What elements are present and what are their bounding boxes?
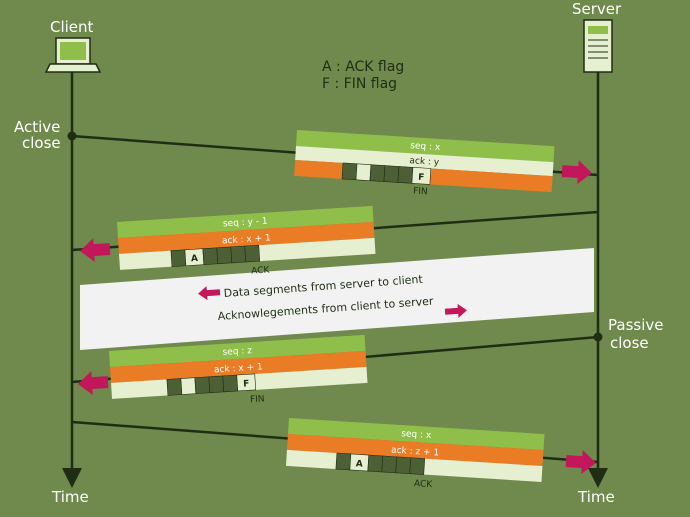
receive-arrow-icon (80, 238, 111, 263)
packet-row-ack: ack : x + 1 (222, 233, 271, 246)
packet-row-ack: ack : y (409, 156, 440, 168)
laptop-icon (44, 37, 102, 73)
passive-close-dot (593, 332, 603, 342)
right-arrow-icon (444, 303, 467, 318)
packet-caption: FIN (250, 394, 265, 405)
packet-flag: A (355, 459, 363, 469)
active-close-dot (67, 131, 77, 141)
packet-flag: F (243, 379, 250, 389)
packet-fin-1: seq : x ack : y F FIN (294, 130, 555, 197)
packet-row-seq: seq : z (222, 346, 252, 358)
server-icon (583, 19, 613, 73)
passive-close-label-2: close (610, 334, 649, 352)
packet-caption: FIN (413, 186, 428, 197)
packet-row-seq: seq : y - 1 (223, 217, 268, 230)
time-label-left: Time (51, 488, 89, 506)
packet-fin-2: seq : z ack : x + 1 F FIN (109, 334, 368, 405)
client-label: Client (50, 18, 94, 36)
left-arrow-icon (198, 286, 221, 301)
legend-fin: F : FIN flag (322, 76, 397, 92)
send-arrow-icon (565, 450, 596, 475)
packet-row-seq: seq : x (401, 429, 432, 441)
packet-caption: ACK (414, 479, 434, 490)
packet-row-seq: seq : x (410, 141, 441, 153)
server-label: Server (572, 0, 622, 18)
passive-close-label-1: Passive (608, 316, 663, 334)
active-close-label-1: Active (14, 118, 60, 136)
send-arrow-icon (561, 160, 592, 185)
packet-row-ack: ack : z + 1 (391, 445, 440, 458)
packet-ack-1: seq : y - 1 ack : x + 1 A ACK (117, 205, 376, 277)
receive-arrow-icon (78, 371, 109, 396)
packet-flag: A (191, 254, 199, 264)
packet-flag: F (418, 173, 425, 183)
data-transfer-band: Data segments from server to client Ackn… (80, 248, 594, 350)
time-label-right: Time (577, 488, 615, 506)
active-close-label-2: close (22, 134, 61, 152)
packet-caption: ACK (251, 265, 271, 276)
legend-ack: A : ACK flag (322, 59, 404, 75)
packet-row-ack: ack : x + 1 (214, 362, 263, 375)
packet-ack-2: seq : x ack : z + 1 A ACK (285, 418, 545, 490)
